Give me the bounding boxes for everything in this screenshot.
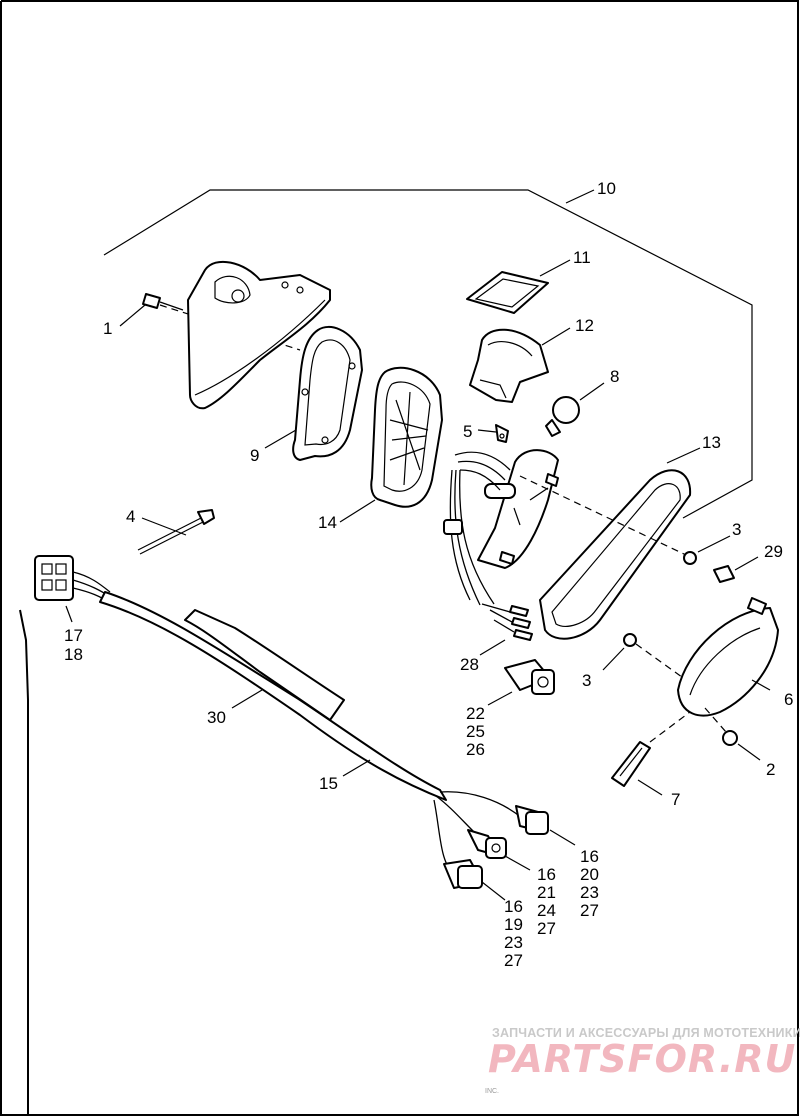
- callout-2: 2: [766, 760, 775, 779]
- callout-3-upper: 3: [732, 520, 741, 539]
- gasket-part-9: [264, 325, 363, 461]
- callout-16-b: 16: [537, 865, 556, 884]
- connector-part-22: [487, 659, 555, 706]
- callout-27-b: 27: [537, 919, 556, 938]
- footer-copyright: INC.: [485, 1088, 499, 1095]
- watermark-logo: PARTSFOR.RU: [488, 1037, 796, 1081]
- callout-30: 30: [207, 708, 226, 727]
- callout-24: 24: [537, 901, 556, 920]
- callout-9: 9: [250, 446, 259, 465]
- connector-part-16-a: [515, 805, 576, 846]
- watermark: ЗАПЧАСТИ И АКСЕССУАРЫ ДЛЯ МОТОТЕХНИКИ PA…: [488, 1026, 800, 1081]
- callout-15: 15: [319, 774, 338, 793]
- callout-17: 17: [64, 626, 83, 645]
- bulb-part-8: [545, 382, 605, 437]
- assembly-bracket-10: [103, 189, 753, 519]
- window-part-11: [466, 259, 571, 314]
- callout-16-a: 16: [580, 847, 599, 866]
- callout-22: 22: [466, 704, 485, 723]
- nut-part-2: [704, 707, 761, 761]
- callout-25: 25: [466, 722, 485, 741]
- cover-part-6: [677, 597, 779, 717]
- callout-labels: 1 2 3 3 4 5 6 7 8 9 10 11 12 13 14 15 16…: [64, 179, 793, 970]
- callout-1: 1: [103, 319, 112, 338]
- callout-5: 5: [463, 422, 472, 441]
- callout-3-lower: 3: [582, 671, 591, 690]
- connector-part-17: [34, 555, 113, 623]
- socket-plate: [443, 449, 559, 606]
- callout-12: 12: [575, 316, 594, 335]
- terminals-part-28: [479, 603, 533, 656]
- bezel-part-13: [539, 447, 701, 640]
- callout-8: 8: [610, 367, 619, 386]
- reflector-part-7: [611, 711, 691, 796]
- callout-18: 18: [64, 645, 83, 664]
- callout-16-c: 16: [504, 897, 523, 916]
- callout-21: 21: [537, 883, 556, 902]
- callout-23-a: 23: [580, 883, 599, 902]
- callout-26: 26: [466, 740, 485, 759]
- callout-10: 10: [597, 179, 616, 198]
- callout-27-c: 27: [504, 951, 523, 970]
- callout-14: 14: [318, 513, 337, 532]
- watermark-tagline: ЗАПЧАСТИ И АКСЕССУАРЫ ДЛЯ МОТОТЕХНИКИ: [492, 1026, 800, 1040]
- callout-27-a: 27: [580, 901, 599, 920]
- clip-part-5: [477, 424, 509, 443]
- connector-part-16-c: [443, 859, 506, 901]
- callout-19: 19: [504, 915, 523, 934]
- callout-20: 20: [580, 865, 599, 884]
- callout-28: 28: [460, 655, 479, 674]
- callout-6: 6: [784, 690, 793, 709]
- callout-23-b: 23: [504, 933, 523, 952]
- cap-part-29: [713, 556, 759, 583]
- callout-13: 13: [702, 433, 721, 452]
- wiring-harness-30: [99, 591, 523, 873]
- shield-part-12: [469, 327, 571, 403]
- nut-part-3-upper: [519, 475, 731, 565]
- callout-7: 7: [671, 790, 680, 809]
- connector-part-16-b: [467, 829, 531, 871]
- lens-part-14: [339, 366, 443, 523]
- lamp-housing: [187, 260, 331, 410]
- callout-4: 4: [126, 507, 135, 526]
- callout-29: 29: [764, 542, 783, 561]
- callout-11: 11: [573, 248, 591, 267]
- cable-tie-part-4: [137, 509, 215, 555]
